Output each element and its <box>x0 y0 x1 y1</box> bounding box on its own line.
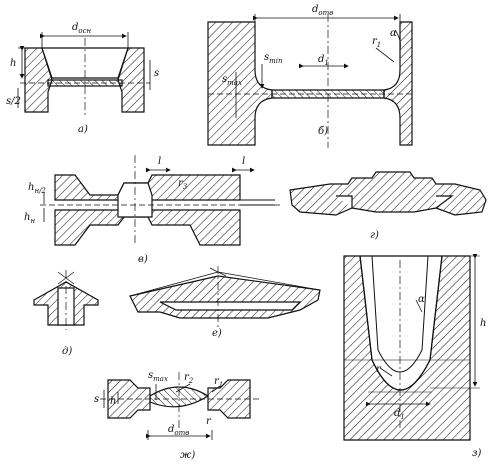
label-v-hn2: hн/2 <box>28 182 46 195</box>
label-b-smax: smax <box>222 74 242 87</box>
label-b-r1: r1 <box>372 36 381 49</box>
label-zh-r: r <box>206 416 212 427</box>
label-a-d: dосн <box>72 22 92 35</box>
label-a-h: h <box>10 58 16 69</box>
panel-g <box>289 171 487 216</box>
panel-z <box>343 254 480 441</box>
label-z-d1: d1 <box>394 408 405 421</box>
cavity-z <box>359 255 443 391</box>
label-zh-smax: smax <box>148 370 168 383</box>
label-z-h: h <box>480 318 486 329</box>
punch-z <box>371 255 429 373</box>
lens-zh <box>149 386 210 408</box>
label-v-l2: l <box>242 156 245 167</box>
forging-g <box>289 171 487 216</box>
label-v-r3: r3 <box>178 178 188 191</box>
panel-a <box>17 32 151 115</box>
label-zh-h: h <box>110 396 116 407</box>
caption-a: а) <box>78 124 88 135</box>
panel-e <box>129 266 321 330</box>
label-b-smin: smin <box>264 52 283 65</box>
caption-z: з) <box>472 448 481 459</box>
caption-v: в) <box>138 254 148 265</box>
die-right-b <box>383 21 413 146</box>
label-b-alpha: α <box>390 28 397 39</box>
panel-b <box>207 14 413 148</box>
label-zh-r1: r1 <box>214 376 223 389</box>
panel-d <box>33 270 99 330</box>
caption-d: д) <box>62 346 72 357</box>
panel-v <box>40 155 280 246</box>
forging-e <box>129 275 321 319</box>
label-b-d: dотв <box>312 4 333 17</box>
caption-g: г) <box>370 230 379 241</box>
label-b-d1: d1 <box>318 54 329 67</box>
label-z-alpha: α <box>418 294 425 305</box>
label-v-hn: hн <box>24 212 35 225</box>
caption-b: б) <box>318 126 328 137</box>
label-z-r: r <box>376 364 382 375</box>
blank-a <box>41 47 129 79</box>
label-zh-s: s <box>94 394 99 405</box>
label-zh-d: dотв <box>168 424 189 437</box>
panel-zh <box>100 372 260 440</box>
label-a-s: s <box>154 68 159 79</box>
caption-zh: ж) <box>180 450 195 461</box>
caption-e: е) <box>212 328 222 339</box>
label-zh-r2: r2 <box>184 372 194 385</box>
label-a-s-half: s/2 <box>6 96 21 107</box>
label-v-l1: l <box>158 156 161 167</box>
